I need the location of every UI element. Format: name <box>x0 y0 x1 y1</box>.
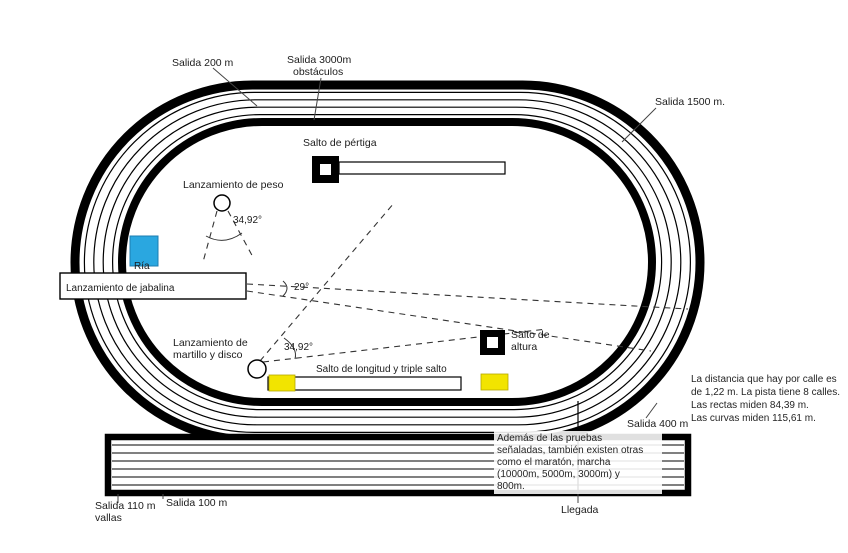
javelin-sector-line <box>246 290 652 352</box>
note-line: señaladas, también existen otras <box>497 445 643 456</box>
label-salto-pertiga: Salto de pértiga <box>303 137 377 149</box>
leader-salida-3000 <box>313 77 322 121</box>
hammer-angle-arc <box>283 337 296 360</box>
note-line: Además de las pruebas <box>497 433 602 444</box>
label-salida-400: Salida 400 m <box>627 418 689 430</box>
label-salida-1500: Salida 1500 m. <box>655 96 725 108</box>
label-jabalina-angle: 29° <box>294 282 309 293</box>
note-line: (10000m, 5000m, 3000m) y <box>497 469 620 480</box>
pole-vault-runway <box>338 161 506 175</box>
javelin-angle-arc <box>282 280 288 297</box>
water-jump-pit <box>129 235 159 267</box>
note-other-events: Además de las pruebas señaladas, también… <box>494 431 662 494</box>
shot-angle-arc <box>205 232 243 241</box>
javelin-runway <box>59 272 247 300</box>
label-ria: Ría <box>134 261 150 272</box>
label-salida-110-1: Salida 110 m <box>95 500 156 512</box>
high-jump-area <box>480 330 505 355</box>
note-line: de 1,22 m. La pista tiene 8 calles. <box>691 387 840 398</box>
label-salida-100: Salida 100 m <box>166 497 228 509</box>
lane-line <box>93 99 682 426</box>
label-martillo-2: martillo y disco <box>173 349 243 361</box>
javelin-sector-line <box>246 283 689 310</box>
label-salida-3000-1: Salida 3000m <box>287 54 351 66</box>
leader-salida-1500 <box>621 107 657 143</box>
shot-sector-line <box>202 210 218 263</box>
throw-sector-lines <box>202 202 689 363</box>
note-line: Las curvas miden 115,61 m. <box>691 413 816 424</box>
label-salida-110-2: vallas <box>95 512 122 524</box>
label-llegada: Llegada <box>561 504 599 516</box>
label-peso-angle: 34,92° <box>233 215 262 226</box>
note-background <box>494 431 662 494</box>
hammer-sector-line <box>262 328 548 363</box>
takeoff-board-left <box>268 374 296 392</box>
hammer-discus-circle <box>247 359 267 379</box>
leader-salida-200 <box>212 67 258 107</box>
lane-line <box>102 106 672 418</box>
label-salto-altura-1: Salto de <box>511 329 550 341</box>
label-lanzamiento-peso: Lanzamiento de peso <box>183 179 284 191</box>
leader-lines <box>117 67 658 503</box>
label-martillo-1: Lanzamiento de <box>173 337 248 349</box>
note-track-specs: La distancia que hay por calle es de 1,2… <box>691 374 840 424</box>
label-salto-longitud: Salto de longitud y triple salto <box>316 364 447 375</box>
label-salida-200: Salida 200 m <box>172 57 234 69</box>
long-jump-runway <box>267 376 462 391</box>
label-martillo-angle: 34,92° <box>284 342 313 353</box>
shot-put-circle <box>213 194 231 212</box>
label-salida-3000-2: obstáculos <box>293 66 343 78</box>
note-line: La distancia que hay por calle es <box>691 374 837 385</box>
label-lanzamiento-jabalina: Lanzamiento de jabalina <box>66 283 175 294</box>
leader-salida-400 <box>645 402 658 419</box>
hammer-sector-line <box>259 202 395 362</box>
note-line: 800m. <box>497 481 525 492</box>
long-jump-area <box>267 373 509 392</box>
high-jump-pit-center <box>487 337 498 348</box>
angle-arcs <box>205 232 296 360</box>
lane-line <box>83 91 692 434</box>
note-line: Las rectas miden 84,39 m. <box>691 400 809 411</box>
pole-vault-pit-center <box>320 164 331 175</box>
lane-line <box>111 113 663 411</box>
note-line: como el maratón, marcha <box>497 457 611 468</box>
shot-sector-line <box>227 210 255 260</box>
inner-track-boundary <box>118 118 656 406</box>
pole-vault-area <box>312 156 506 183</box>
takeoff-board-right <box>480 373 509 391</box>
label-salto-altura-2: altura <box>511 341 537 353</box>
